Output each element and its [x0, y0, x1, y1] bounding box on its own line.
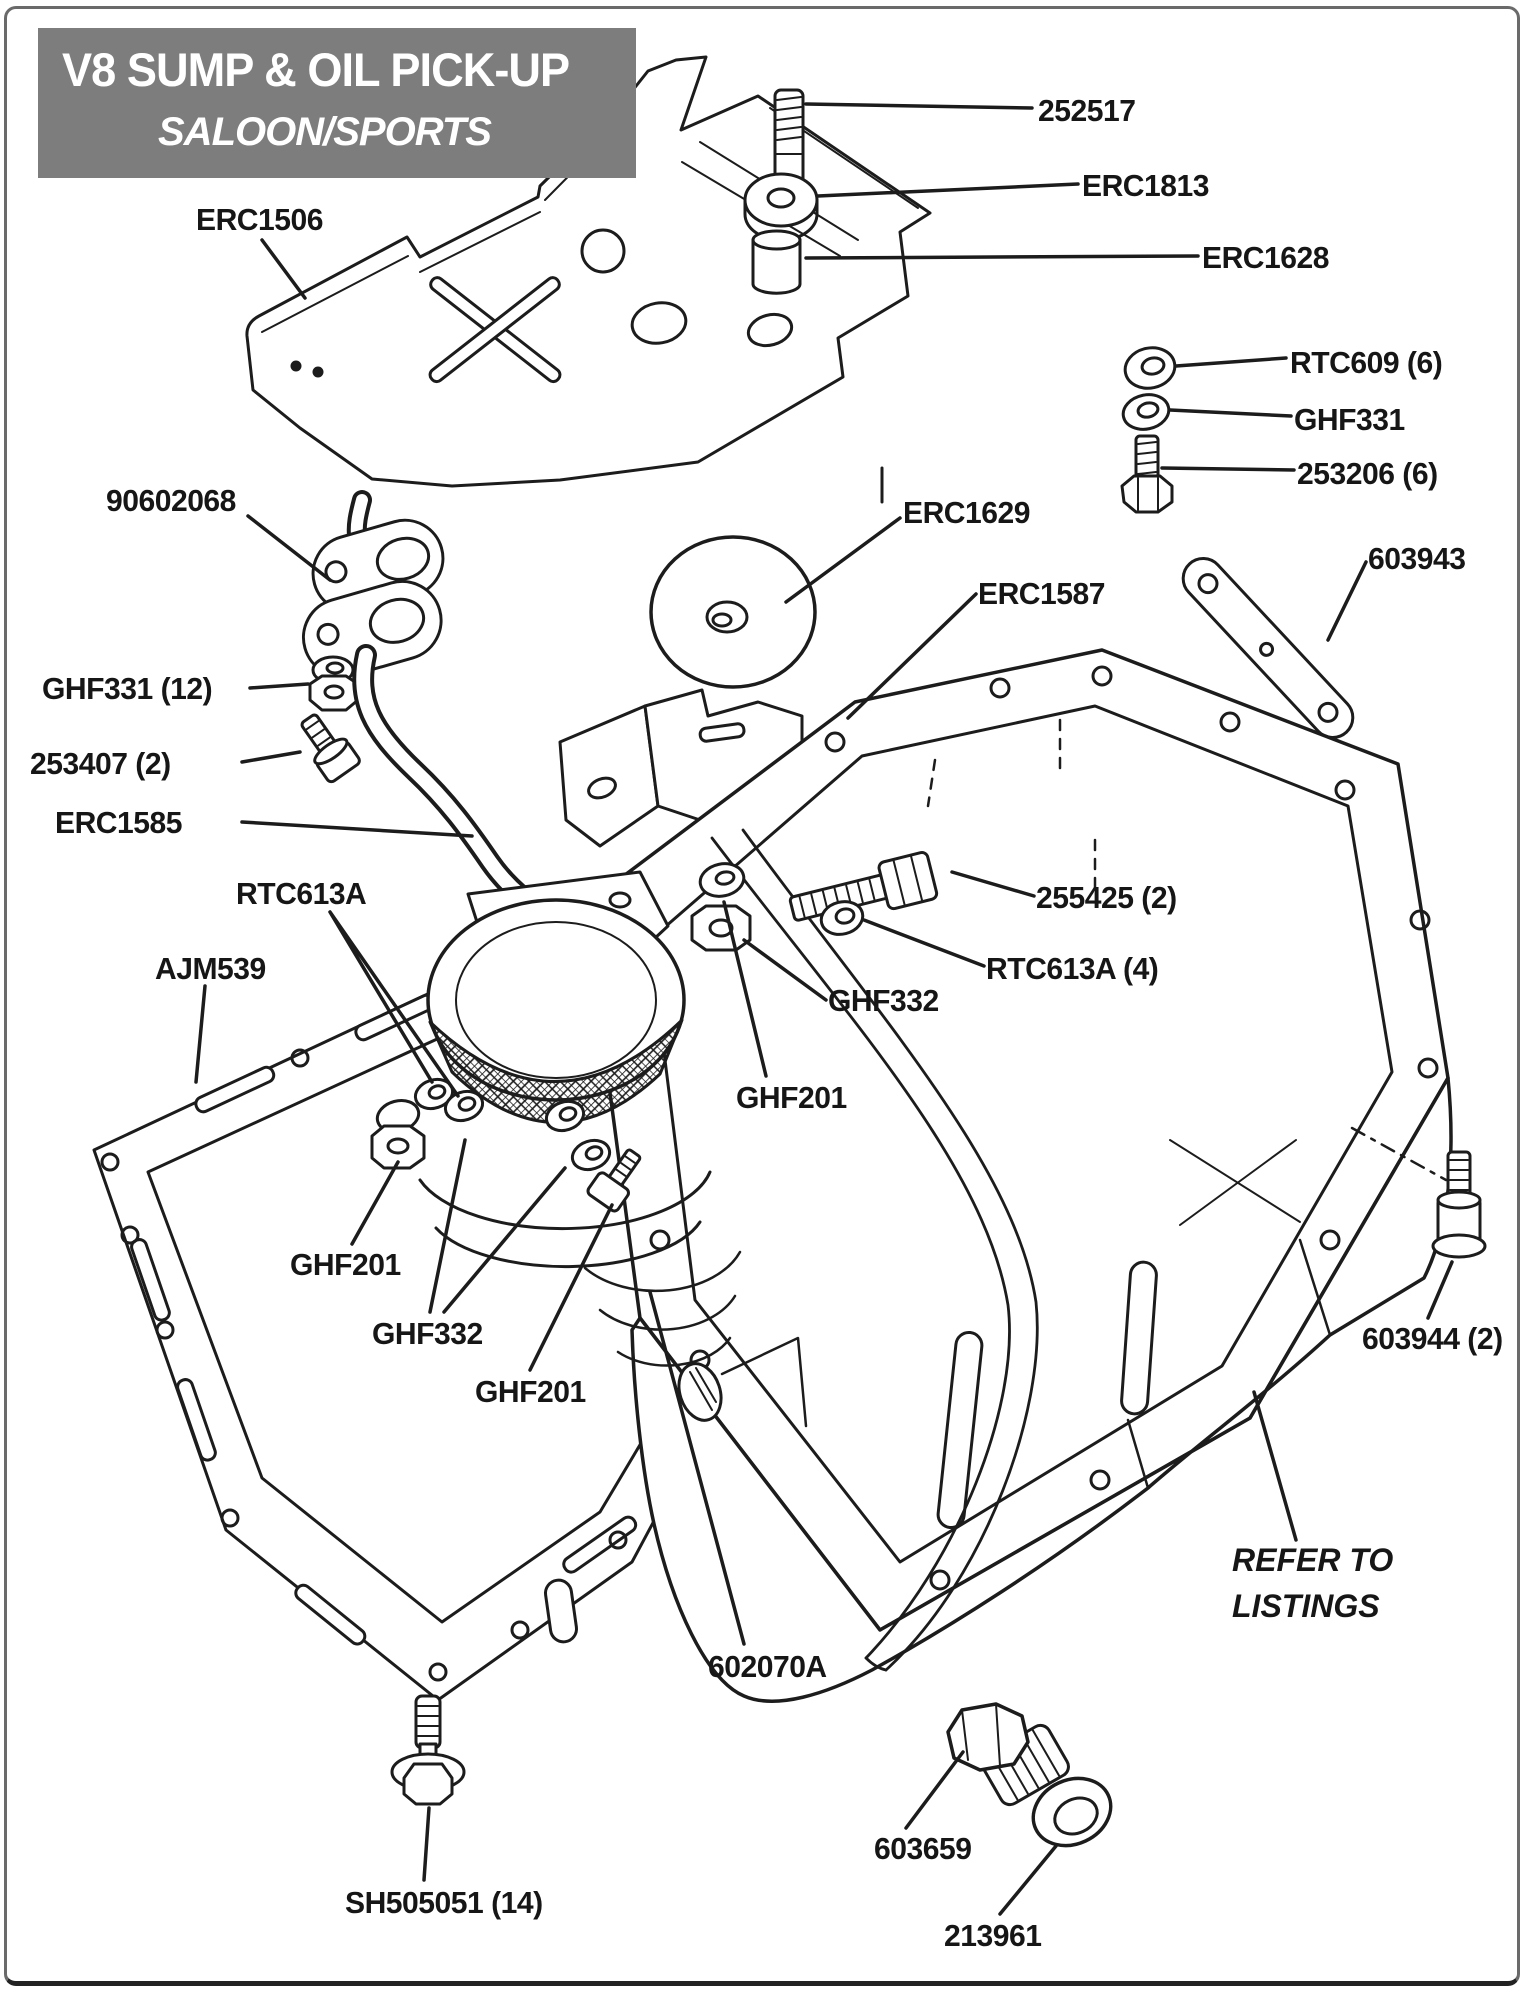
page-subtitle: SALOON/SPORTS [158, 110, 492, 154]
bracket-art [558, 688, 804, 848]
part-label-255425-2: 255425 (2) [1036, 880, 1177, 915]
cover-disc-art [649, 535, 817, 689]
page-border [4, 6, 1520, 1986]
part-label-252517: 252517 [1038, 93, 1136, 128]
part-label-rtc613a-4: RTC613A (4) [986, 951, 1159, 986]
part-label-erc1629: ERC1629 [903, 495, 1030, 530]
part-label-ajm539: AJM539 [155, 951, 266, 986]
refer-to-listings-note-line1: REFER TO [1232, 1542, 1394, 1578]
part-label-erc1585: ERC1585 [55, 805, 182, 840]
part-label-rtc609: RTC609 (6) [1290, 345, 1443, 380]
centre-bolt-washers-art [690, 851, 939, 952]
pickup-pipe-art [352, 644, 551, 921]
page-title: V8 SUMP & OIL PICK-UP [62, 43, 570, 96]
title-block: V8 SUMP & OIL PICK-UP SALOON/SPORTS [38, 28, 636, 178]
bolt-603944-art [1431, 1150, 1487, 1259]
part-label-ghf332-l: GHF332 [372, 1316, 483, 1351]
part-label-ghf331: GHF331 [1294, 402, 1405, 437]
left-washer-cluster-art [370, 1077, 642, 1213]
part-label-603943: 603943 [1368, 541, 1466, 576]
part-label-ghf201-c: GHF201 [736, 1080, 847, 1115]
part-label-sh505051: SH505051 (14) [345, 1885, 543, 1920]
part-label-603944-2: 603944 (2) [1362, 1321, 1503, 1356]
flange-gaskets-art [301, 490, 445, 679]
part-label-erc1628: ERC1628 [1202, 240, 1329, 275]
part-label-rtc613a: RTC613A [236, 876, 367, 911]
part-label-603659: 603659 [874, 1831, 972, 1866]
part-label-erc1506: ERC1506 [196, 202, 323, 237]
part-label-ghf331-12: GHF331 (12) [42, 671, 213, 706]
strainer-art [418, 870, 742, 1367]
drain-plug-art [946, 1702, 1113, 1848]
part-label-ghf201-l: GHF201 [290, 1247, 401, 1282]
part-label-602070a: 602070A [708, 1649, 827, 1684]
part-label-253206: 253206 (6) [1297, 456, 1438, 491]
baffle-plate-art [245, 55, 932, 504]
part-label-213961: 213961 [944, 1918, 1042, 1953]
bolt-sh505051-art [390, 1694, 466, 1806]
part-label-erc1587: ERC1587 [978, 576, 1105, 611]
part-label-erc1813: ERC1813 [1082, 168, 1209, 203]
part-label-253407-2: 253407 (2) [30, 746, 171, 781]
part-label-ghf332-c: GHF332 [828, 983, 939, 1018]
part-label-90602068: 90602068 [106, 483, 236, 518]
right-fastener-stack-art [1120, 346, 1177, 514]
stud-stack-art [743, 88, 819, 295]
leader-lines [194, 102, 1454, 1916]
part-label-ghf201-l2: GHF201 [475, 1374, 586, 1409]
refer-to-listings-note-line2: LISTINGS [1232, 1588, 1380, 1624]
strap-art [1181, 557, 1355, 739]
